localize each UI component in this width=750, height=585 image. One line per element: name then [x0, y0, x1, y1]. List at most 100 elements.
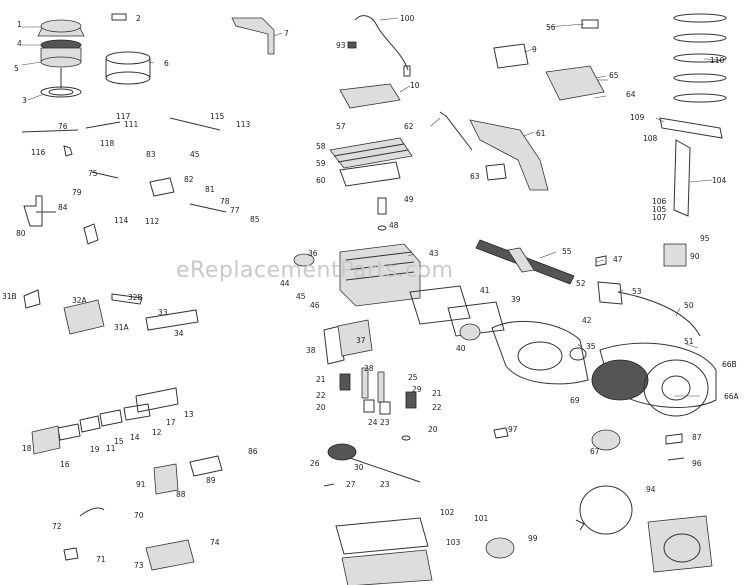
callout-label: 87	[692, 433, 702, 442]
callout-label: 70	[134, 511, 144, 520]
callout-label: 31B	[2, 292, 17, 301]
callout-label: 110	[710, 56, 725, 65]
camshaft-group	[323, 427, 509, 487]
callout-label: 14	[130, 433, 140, 442]
callout-label: 9	[532, 45, 537, 54]
callout-label: 22	[316, 391, 326, 400]
callout-label: 91	[136, 480, 146, 489]
callout-label: 60	[316, 176, 326, 185]
callout-label: 23	[380, 480, 390, 489]
callout-label: 22	[432, 403, 442, 412]
callout-label: 74	[210, 538, 220, 547]
callout-label: 90	[690, 252, 700, 261]
callout-label: 45	[296, 292, 306, 301]
callout-label: 99	[528, 534, 538, 543]
callout-label: 53	[632, 287, 642, 296]
callout-label: 43	[429, 249, 439, 258]
callout-label: 51	[684, 337, 694, 346]
carburetor-group	[23, 285, 701, 385]
callout-label: 109	[630, 113, 645, 122]
part-callouts: 1 2 4 5 3 6 7 100 93 56 110 9 65 64 10 1…	[2, 14, 740, 570]
callout-label: 115	[210, 112, 225, 121]
callout-label: 42	[582, 316, 592, 325]
callout-label: 28	[364, 364, 374, 373]
callout-label: 67	[590, 447, 600, 456]
blower-housing-group	[323, 319, 717, 417]
callout-label: 41	[480, 286, 490, 295]
callout-label: 49	[404, 195, 414, 204]
callout-label: 46	[310, 301, 320, 310]
callout-label: 34	[174, 329, 184, 338]
callout-label: 106	[652, 197, 667, 206]
callout-label: 86	[248, 447, 258, 456]
air-cleaner-assembly	[37, 13, 151, 98]
callout-label: 4	[17, 39, 22, 48]
callout-label: 38	[306, 346, 316, 355]
callout-label: 17	[166, 418, 176, 427]
callout-label: 37	[356, 336, 366, 345]
callout-label: 56	[546, 23, 556, 32]
callout-label: 93	[336, 41, 346, 50]
cylinder-block-group	[293, 197, 687, 307]
callout-label: 116	[31, 148, 46, 157]
callout-label: 3	[22, 96, 27, 105]
callout-label: 21	[432, 389, 442, 398]
callout-label: 26	[310, 459, 320, 468]
upper-center-parts	[231, 13, 727, 217]
leader-lines	[21, 17, 727, 397]
callout-label: 15	[114, 437, 124, 446]
callout-label: 35	[586, 342, 596, 351]
callout-label: 31A	[114, 323, 130, 332]
oil-pan-group	[63, 507, 515, 585]
callout-label: 66A	[724, 392, 740, 401]
callout-label: 36	[308, 249, 318, 258]
callout-label: 45	[190, 150, 200, 159]
callout-label: 33	[158, 308, 168, 317]
callout-label: 32B	[128, 293, 143, 302]
callout-label: 113	[236, 120, 251, 129]
linkage-parts	[21, 117, 227, 245]
callout-label: 24	[368, 418, 378, 427]
callout-label: 112	[145, 217, 160, 226]
callout-label: 78	[220, 197, 230, 206]
callout-label: 97	[508, 425, 518, 434]
callout-label: 2	[136, 14, 141, 23]
callout-label: 58	[316, 142, 326, 151]
callout-label: 50	[684, 301, 694, 310]
callout-label: 13	[184, 410, 194, 419]
callout-label: 25	[408, 373, 418, 382]
callout-label: 1	[17, 20, 22, 29]
callout-label: 66B	[722, 360, 737, 369]
callout-label: 57	[336, 122, 346, 131]
valve-train-group	[339, 367, 417, 441]
callout-label: 44	[280, 279, 290, 288]
callout-label: 12	[152, 428, 162, 437]
callout-label: 83	[146, 150, 156, 159]
callout-label: 7	[284, 29, 289, 38]
lower-left-group	[31, 387, 223, 495]
callout-label: 95	[700, 234, 710, 243]
callout-label: 84	[58, 203, 68, 212]
callout-label: 23	[380, 418, 390, 427]
callout-label: 29	[412, 385, 422, 394]
callout-label: 104	[712, 176, 727, 185]
callout-label: 102	[440, 508, 455, 517]
callout-label: 76	[58, 122, 68, 131]
callout-label: 96	[692, 459, 702, 468]
callout-label: 39	[511, 295, 521, 304]
callout-label: 16	[60, 460, 70, 469]
callout-label: 71	[96, 555, 106, 564]
callout-label: 94	[646, 485, 656, 494]
callout-label: 89	[206, 476, 216, 485]
callout-label: 18	[22, 444, 32, 453]
callout-label: 47	[613, 255, 623, 264]
callout-label: 80	[16, 229, 26, 238]
callout-label: 20	[316, 403, 326, 412]
callout-label: 69	[570, 396, 580, 405]
callout-label: 73	[134, 561, 144, 570]
callout-label: 10	[410, 81, 420, 90]
callout-label: 11	[106, 444, 116, 453]
callout-label: 77	[230, 206, 240, 215]
